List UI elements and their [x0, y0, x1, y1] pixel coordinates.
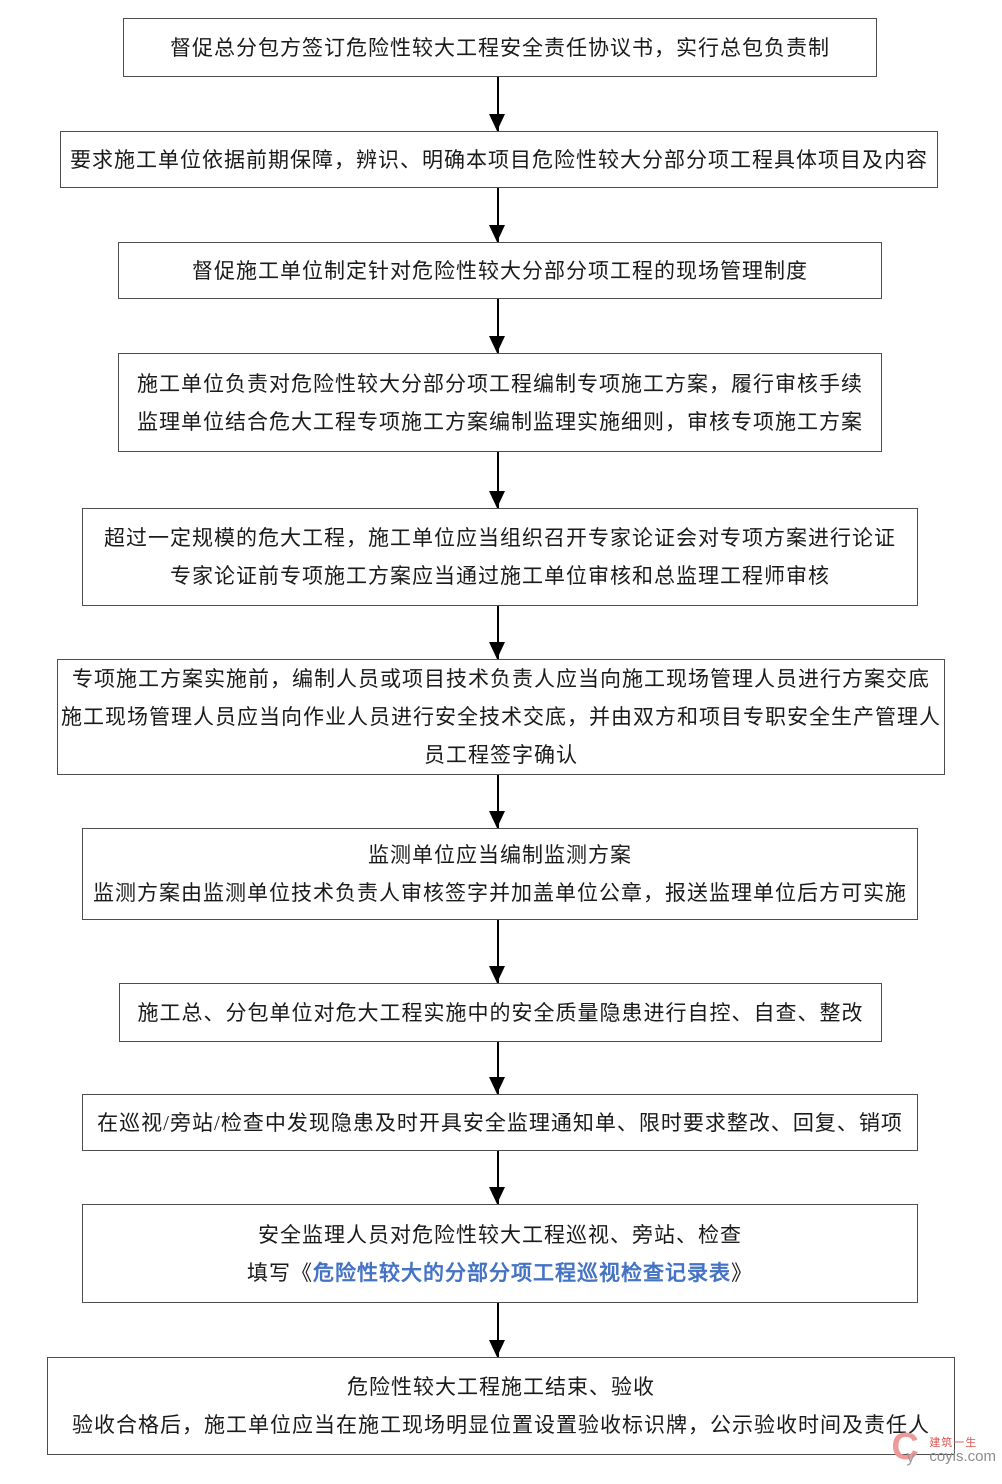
flow-arrow — [489, 1303, 505, 1357]
flow-step-plan-disclosure: 专项施工方案实施前，编制人员或项目技术负责人应当向施工现场管理人员进行方案交底 … — [57, 659, 945, 775]
flow-step-text: 督促总分包方签订危险性较大工程安全责任协议书，实行总包负责制 — [170, 35, 830, 60]
flow-step-site-management-system: 督促施工单位制定针对危险性较大分部分项工程的现场管理制度 — [118, 242, 882, 299]
flow-step-text: 监测方案由监测单位技术负责人审核签字并加盖单位公章，报送监理单位后方可实施 — [93, 881, 907, 905]
flow-step-patrol-record: 安全监理人员对危险性较大工程巡视、旁站、检查 填写《危险性较大的分部分项工程巡视… — [82, 1204, 918, 1303]
flow-step-text: 专家论证前专项施工方案应当通过施工单位审核和总监理工程师审核 — [170, 564, 830, 588]
flow-step-text: 在巡视/旁站/检查中发现隐患及时开具安全监理通知单、限时要求整改、回复、销项 — [97, 1110, 903, 1135]
flow-step-acceptance: 危险性较大工程施工结束、验收 验收合格后，施工单位应当在施工现场明显位置设置验收… — [47, 1357, 955, 1455]
flow-step-text: 监测单位应当编制监测方案 — [368, 843, 632, 867]
flow-arrow — [489, 920, 505, 983]
flow-step-text: 施工现场管理人员应当向作业人员进行安全技术交底，并由双方和项目专职安全生产管理人 — [61, 705, 941, 729]
flow-step-text: 超过一定规模的危大工程，施工单位应当组织召开专家论证会对专项方案进行论证 — [104, 526, 896, 550]
flow-arrow — [489, 299, 505, 353]
record-form-suffix: 》 — [731, 1260, 753, 1285]
flow-step-text: 监理单位结合危大工程专项施工方案编制监理实施细则，审核专项施工方案 — [137, 409, 863, 434]
flow-step-text: 专项施工方案实施前，编制人员或项目技术负责人应当向施工现场管理人员进行方案交底 — [72, 667, 930, 691]
watermark: C y 建筑一生 coyis.com — [891, 1428, 996, 1470]
watermark-site: coyis.com — [929, 1447, 996, 1465]
flow-step-self-inspection: 施工总、分包单位对危大工程实施中的安全质量隐患进行自控、自查、整改 — [119, 983, 882, 1042]
watermark-text: 建筑一生 coyis.com — [929, 1437, 996, 1466]
flow-step-text: 督促施工单位制定针对危险性较大分部分项工程的现场管理制度 — [192, 258, 808, 283]
flow-step-text: 危险性较大工程施工结束、验收 — [347, 1375, 655, 1399]
logo-letter-c: C — [891, 1426, 919, 1468]
watermark-brand: 建筑一生 — [929, 1436, 978, 1449]
flow-arrow — [489, 606, 505, 659]
flow-arrow — [489, 775, 505, 828]
flow-step-text: 施工单位负责对危险性较大分部分项工程编制专项施工方案，履行审核手续 — [137, 371, 863, 396]
flow-step-text: 要求施工单位依据前期保障，辨识、明确本项目危险性较大分部分项工程具体项目及内容 — [70, 147, 928, 172]
flow-arrow — [489, 452, 505, 508]
flow-step-monitoring-plan: 监测单位应当编制监测方案 监测方案由监测单位技术负责人审核签字并加盖单位公章，报… — [82, 828, 918, 920]
record-form-prefix: 填写《 — [247, 1260, 313, 1285]
flow-arrow — [489, 188, 505, 242]
flow-step-sign-agreement: 督促总分包方签订危险性较大工程安全责任协议书，实行总包负责制 — [123, 18, 877, 77]
flow-step-text: 施工总、分包单位对危大工程实施中的安全质量隐患进行自控、自查、整改 — [137, 1000, 864, 1025]
flow-step-text: 填写《危险性较大的分部分项工程巡视检查记录表》 — [83, 1254, 917, 1292]
flow-step-text: 员工程签字确认 — [424, 743, 578, 767]
flow-step-expert-review: 超过一定规模的危大工程，施工单位应当组织召开专家论证会对专项方案进行论证 专家论… — [82, 508, 918, 606]
flow-arrow — [489, 1151, 505, 1204]
flow-arrow — [489, 77, 505, 131]
logo-letter-y: y — [906, 1447, 915, 1466]
flow-step-identify-projects: 要求施工单位依据前期保障，辨识、明确本项目危险性较大分部分项工程具体项目及内容 — [60, 131, 938, 188]
flow-step-supervision-notice: 在巡视/旁站/检查中发现隐患及时开具安全监理通知单、限时要求整改、回复、销项 — [82, 1094, 918, 1151]
flow-step-text: 安全监理人员对危险性较大工程巡视、旁站、检查 — [258, 1222, 742, 1247]
flow-step-text: 验收合格后，施工单位应当在施工现场明显位置设置验收标识牌，公示验收时间及责任人 — [72, 1413, 930, 1437]
flow-step-special-construction-plan: 施工单位负责对危险性较大分部分项工程编制专项施工方案，履行审核手续 监理单位结合… — [118, 353, 882, 452]
record-form-link[interactable]: 危险性较大的分部分项工程巡视检查记录表 — [313, 1260, 731, 1285]
coyis-logo-icon: C y — [891, 1428, 925, 1470]
flow-arrow — [489, 1042, 505, 1094]
